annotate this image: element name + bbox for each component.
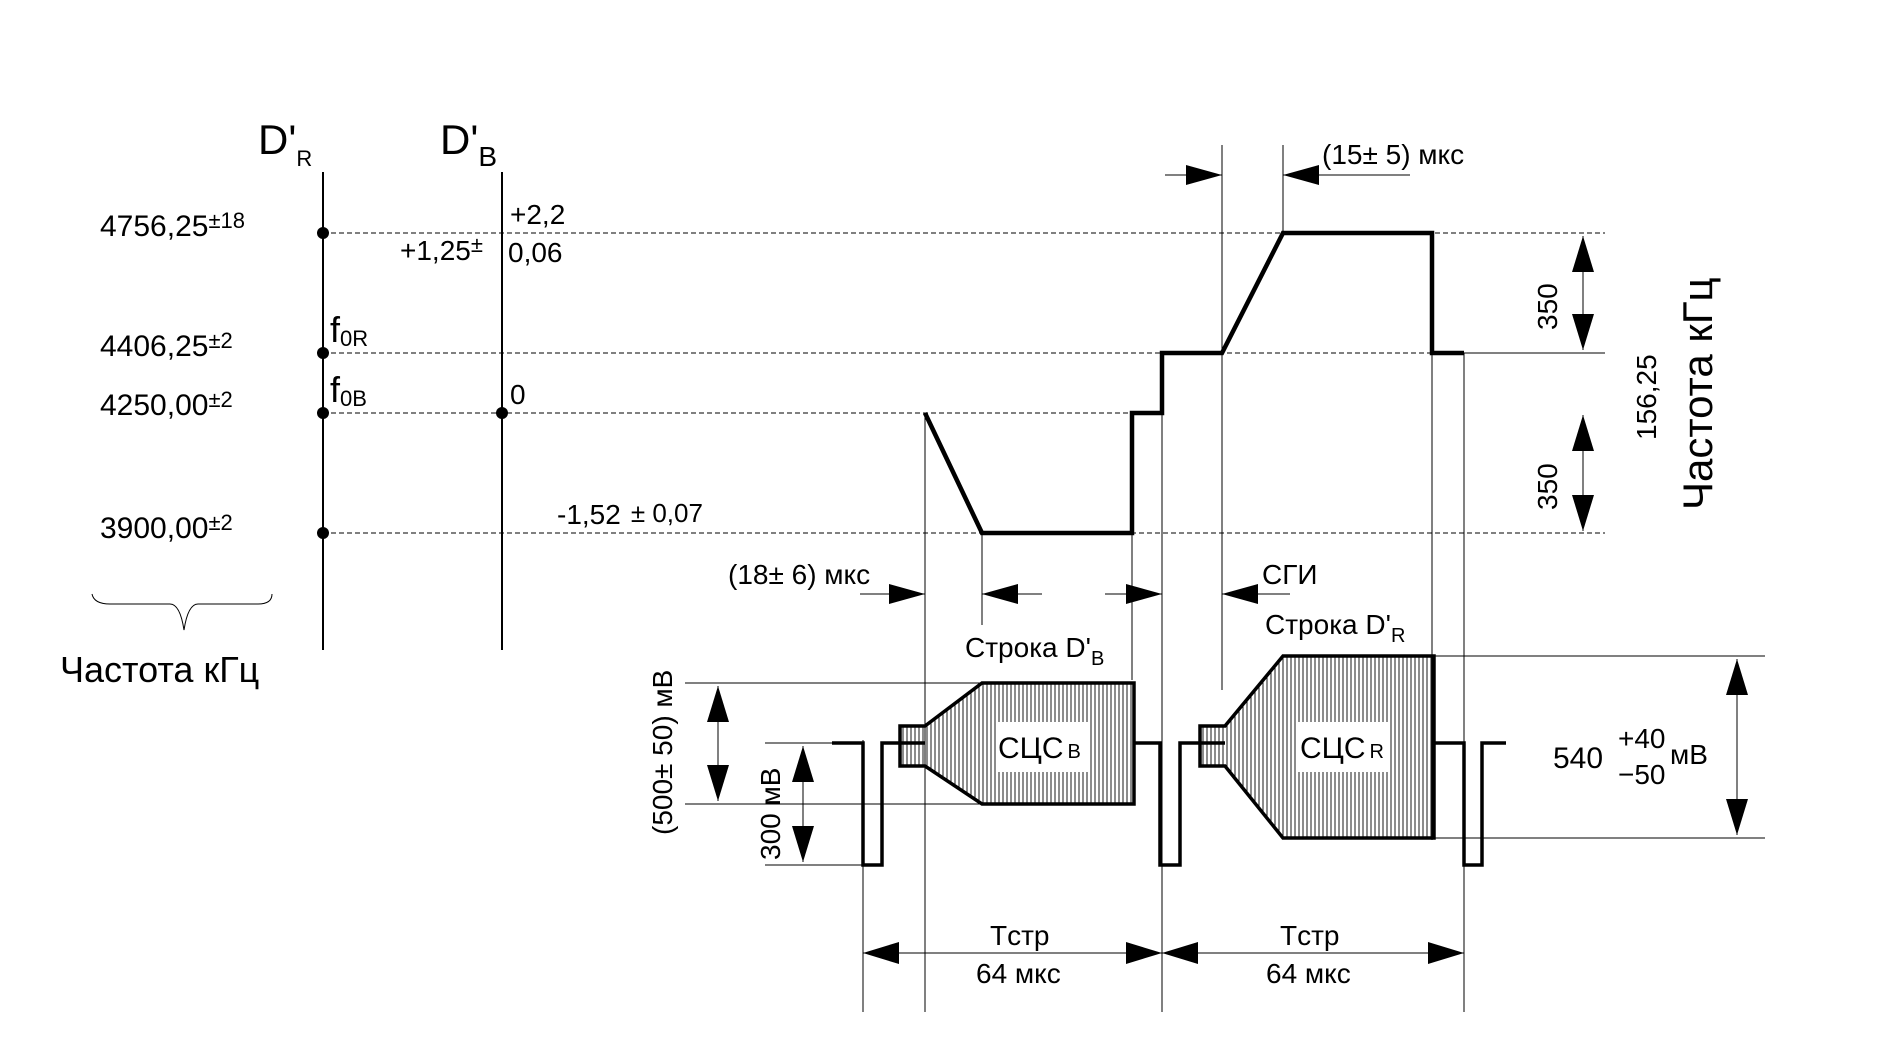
period-2-arrow-left [1162, 942, 1198, 964]
sc-r-hatch [1202, 656, 1432, 838]
period-1-arrow-left [863, 942, 899, 964]
amp-500-label: (500± 50) мВ [647, 670, 678, 835]
deviation-plus-2-2: +2,2 [510, 199, 565, 230]
period-2-label: 64 мкс [1266, 958, 1351, 989]
left-scale-brace [91, 593, 273, 631]
dim-350-lower-arrow-bottom [1572, 495, 1594, 531]
column-db-label: D'B [440, 116, 497, 172]
sc-r-label-bg [1298, 722, 1388, 772]
sgi-arrow-left [1126, 584, 1162, 604]
sgi-label: СГИ [1262, 559, 1318, 590]
dim-350-upper-label: 350 [1532, 283, 1563, 330]
amp-500-arrow-bottom [707, 765, 729, 801]
amp-540-arrow-bottom [1726, 799, 1748, 835]
deviation-plus-1-25: +1,25± [400, 232, 483, 266]
amp-540-arrow-top [1726, 659, 1748, 695]
left-frequency-scale: D'R D'B 4756,25±18 4406,25±2 4250,00±2 3… [60, 116, 703, 690]
timing-dimensions: (15± 5) мкс (18± 6) мкс СГИ Строка D'B С… [728, 139, 1465, 1012]
deviation-zero: 0 [510, 379, 526, 410]
amp-540-minus: −50 [1618, 759, 1666, 790]
dim-350-upper-arrow-top [1572, 236, 1594, 272]
deviation-tol-0-06: 0,06 [508, 237, 563, 268]
t15-arrow-right [1283, 165, 1319, 185]
amp-500-arrow-top [707, 686, 729, 722]
amp-540-label: 540 [1553, 742, 1603, 775]
t15-arrow-left [1186, 165, 1222, 185]
sc-b-label-bg [998, 722, 1088, 772]
amp-300-arrow-top [792, 746, 814, 782]
amp-540-plus: +40 [1618, 723, 1666, 754]
f0b-label: f0B [330, 369, 367, 411]
freq-level-4250: 4250,00±2 [100, 387, 233, 422]
line-dr-label: Строка D'R [1265, 609, 1405, 647]
right-frequency-scale: 350 350 156,25 Частота кГц [1432, 236, 1721, 531]
freq-level-4406: 4406,25±2 [100, 328, 233, 363]
t15-label: (15± 5) мкс [1322, 139, 1464, 170]
t18-label: (18± 6) мкс [728, 559, 870, 590]
dim-350-lower-arrow-top [1572, 415, 1594, 451]
period-1-label: 64 мкс [976, 958, 1061, 989]
freq-level-3900: 3900,00±2 [100, 510, 233, 545]
amp-300-arrow-bottom [792, 826, 814, 862]
frequency-trace [922, 230, 1464, 536]
right-scale-title: Частота кГц [1674, 277, 1721, 510]
tstr-2-label: Tстр [1280, 920, 1340, 951]
freq-level-4756: 4756,25±18 [100, 208, 245, 243]
dim-350-lower-label: 350 [1532, 463, 1563, 510]
sc-b-hatch [902, 683, 1132, 804]
deviation-minus-1-52: -1,52± 0,07 [557, 498, 703, 530]
sgi-arrow-right [1222, 584, 1258, 604]
period-1-arrow-right [1126, 942, 1162, 964]
video-waveform [832, 654, 1506, 867]
f0r-label: f0R [330, 309, 368, 351]
column-dr-label: D'R [258, 116, 312, 171]
amp-300-label: 300 мВ [755, 768, 786, 860]
amp-540-unit: мВ [1670, 739, 1708, 770]
tstr-1-label: Tстр [990, 920, 1050, 951]
t18-arrow-right [982, 584, 1018, 604]
line-db-label: Строка D'B [965, 632, 1104, 670]
center-offset-label: 156,25 [1631, 354, 1662, 440]
period-2-arrow-right [1428, 942, 1464, 964]
dim-350-upper-arrow-bottom [1572, 314, 1594, 350]
t18-arrow-left [889, 584, 925, 604]
left-scale-title: Частота кГц [60, 649, 259, 690]
